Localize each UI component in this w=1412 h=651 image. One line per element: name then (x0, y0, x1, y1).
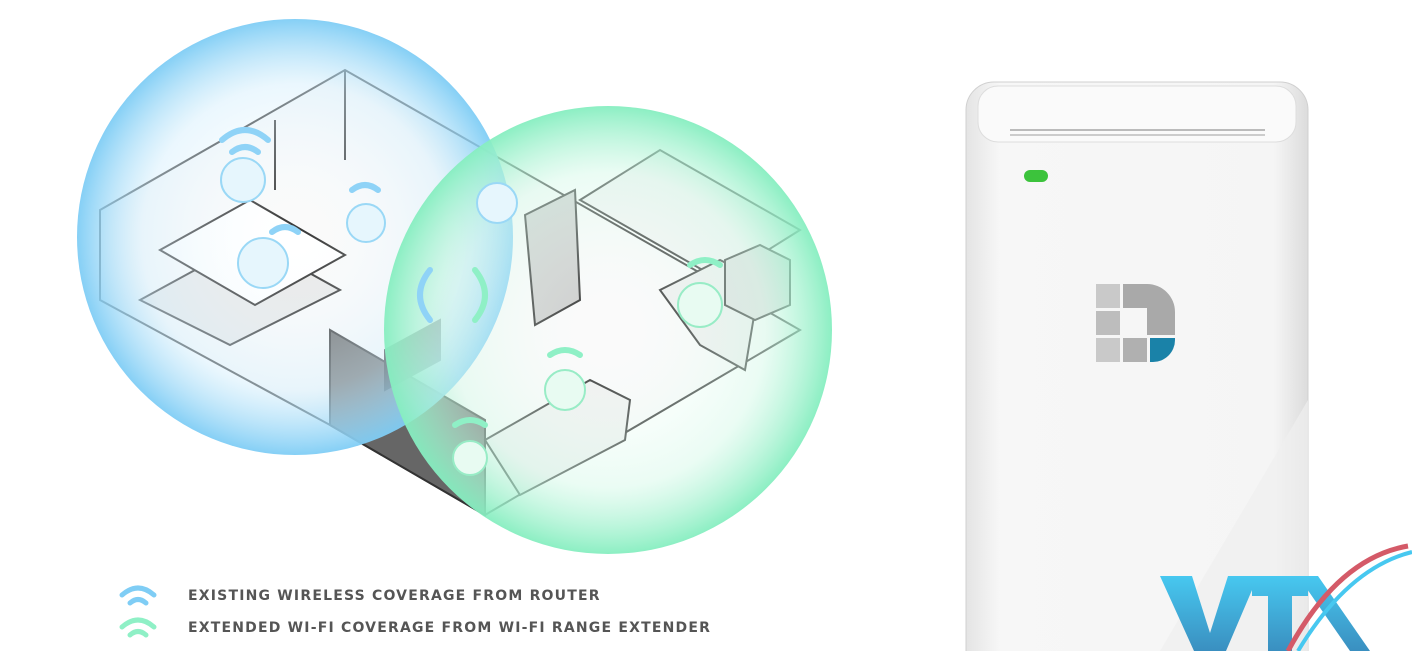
legend-label: EXTENDED WI-FI COVERAGE FROM WI-FI RANGE… (188, 620, 712, 636)
legend-item-router: EXISTING WIRELESS COVERAGE FROM ROUTER (118, 583, 601, 609)
wifi-icon (119, 617, 157, 638)
device-bubbles (220, 157, 518, 289)
vtx-watermark-logo (1160, 543, 1412, 651)
led-indicator (1024, 170, 1048, 182)
dlink-logo (1096, 284, 1175, 362)
legend-item-extender: EXTENDED WI-FI COVERAGE FROM WI-FI RANGE… (118, 615, 711, 641)
legend-label: EXISTING WIRELESS COVERAGE FROM ROUTER (188, 588, 601, 604)
extender-coverage-bubble (384, 106, 832, 554)
home-coverage-illustration (77, 19, 832, 554)
wifi-icon (119, 585, 157, 606)
wifi-signals (219, 127, 723, 428)
